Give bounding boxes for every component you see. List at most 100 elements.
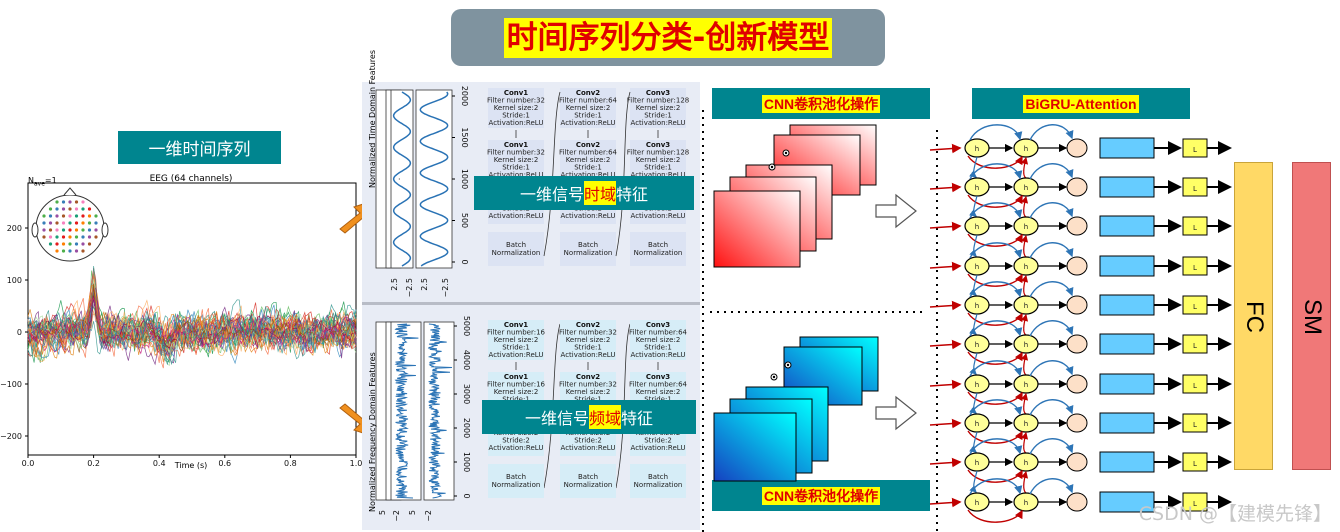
eeg-ytick: 0	[17, 328, 22, 337]
time-right-tick: 500	[460, 213, 469, 228]
time-series-label: 一维时间序列	[118, 131, 281, 164]
conv-text: Stride:1	[574, 344, 602, 352]
conv-text: Kernel size:2	[566, 104, 611, 112]
eeg-xlabel: Time (s)	[174, 461, 208, 470]
gru-node-label: h	[975, 381, 979, 389]
gru-node-label: h	[975, 420, 979, 428]
conv-text: Filter number:64	[559, 149, 618, 157]
gru-node-label: h	[975, 145, 979, 153]
freq-right-tick: 4000	[462, 350, 471, 370]
eeg-xtick: 0.2	[87, 459, 100, 468]
time-domain-plot: ·	[375, 89, 453, 269]
conv-text: Kernel size:2	[494, 388, 539, 396]
freq-right-tick: 3000	[462, 384, 471, 404]
gru-output-node	[1066, 413, 1088, 433]
conv-text: Conv1	[504, 373, 528, 381]
conv-block	[488, 320, 544, 360]
pool-text: Activation:ReLU	[561, 212, 616, 220]
conv-text: Stride:1	[502, 344, 530, 352]
bigru-cell	[1099, 294, 1155, 316]
conv-text: Filter number:32	[559, 329, 617, 337]
time-right-tick: 2000	[460, 86, 469, 106]
freq-feature-overlay: 一维信号频域特征	[482, 400, 696, 434]
gru-node-label: h	[1024, 341, 1028, 349]
gru-output-node	[1066, 452, 1088, 472]
fc-label: FC	[1241, 301, 1268, 333]
freq-right-tick: 0	[462, 493, 471, 498]
bigru-cell	[1099, 176, 1155, 198]
eeg-xtick: 0.4	[153, 459, 166, 468]
conv-text: Kernel size:2	[566, 156, 611, 164]
gru-output-node	[1066, 177, 1088, 197]
batchnorm-text: Normalization	[564, 481, 613, 489]
batchnorm-block	[488, 464, 544, 498]
gru-node-label: h	[975, 263, 979, 271]
batchnorm-text: Batch	[648, 241, 668, 249]
conv-text: Filter number:32	[487, 97, 545, 105]
batchnorm-text: Batch	[506, 241, 526, 249]
time-right-tick: 1000	[460, 169, 469, 189]
bigru-cell	[1099, 373, 1155, 395]
conv-block	[488, 88, 544, 128]
attention-label: L	[1193, 421, 1197, 429]
batchnorm-block	[630, 232, 686, 266]
gru-output-node	[1066, 216, 1088, 236]
batchnorm-block	[560, 232, 616, 266]
bigru-cell	[1099, 215, 1155, 237]
gru-node-label: h	[975, 223, 979, 231]
eeg-xtick: 0.6	[218, 459, 231, 468]
gru-node-label: h	[1024, 499, 1028, 507]
attention-label: L	[1193, 382, 1197, 390]
time-bottom-tick: 2.5	[420, 278, 429, 291]
conv-text: Activation:ReLU	[561, 351, 616, 359]
gru-node-label: h	[1024, 381, 1028, 389]
conv-text: Conv3	[646, 141, 670, 149]
bigru-cell	[1099, 255, 1155, 277]
batchnorm-block	[630, 464, 686, 498]
conv-block	[630, 320, 686, 360]
eeg-head-map	[31, 187, 109, 262]
gru-output-node	[1066, 374, 1088, 394]
batchnorm-text: Normalization	[564, 249, 613, 257]
gru-node-label: h	[1024, 459, 1028, 467]
eeg-title: EEG (64 channels)	[149, 174, 233, 184]
conv-text: Filter number:128	[627, 97, 689, 105]
sm-label: SM	[1299, 299, 1326, 335]
conv-text: Stride:1	[574, 396, 602, 404]
freq-bottom-tick: 5	[378, 510, 387, 515]
time-right-tick: 0	[460, 259, 469, 264]
conv-block	[560, 88, 616, 128]
conv-text: Filter number:16	[487, 329, 546, 337]
eeg-traces	[27, 265, 357, 369]
conv-block	[560, 320, 616, 360]
conv-block	[560, 140, 616, 180]
bigru-cell	[1099, 412, 1155, 434]
conv-text: Stride:1	[644, 164, 672, 172]
gru-node-label: h	[975, 499, 979, 507]
conv-text: Activation:ReLU	[561, 171, 616, 179]
freq-right-tick: 1000	[462, 452, 471, 472]
pool-text: Activation:ReLU	[631, 212, 686, 220]
conv-text: Kernel size:2	[636, 104, 681, 112]
conv-text: Kernel size:2	[566, 388, 611, 396]
conv-text: Filter number:64	[629, 381, 688, 389]
conv-text: Activation:ReLU	[489, 119, 544, 127]
attention-label: L	[1193, 185, 1197, 193]
conv-text: Conv3	[646, 89, 670, 97]
batchnorm-block	[560, 464, 616, 498]
freq-bottom-tick: −2	[392, 510, 401, 522]
pool-text: Stride:2	[574, 437, 602, 445]
blue-feature-maps	[713, 336, 879, 482]
panel-divider	[362, 302, 700, 305]
